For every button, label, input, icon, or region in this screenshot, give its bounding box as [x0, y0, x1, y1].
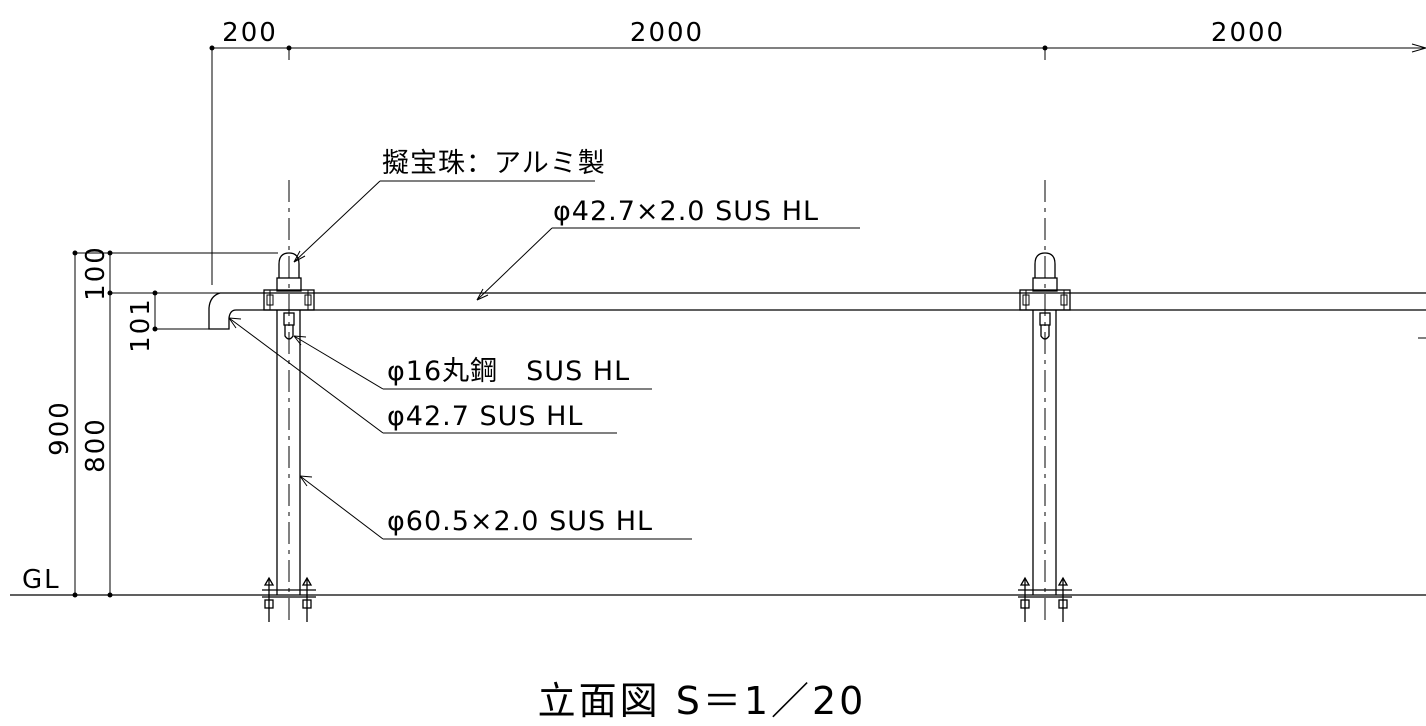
- top-dimension-line: [209, 43, 1426, 285]
- leader-round-bar: [293, 335, 652, 390]
- label-top-rail: φ42.7×2.0 SUS HL: [553, 196, 819, 227]
- dim-top-span-2: 2000: [1211, 18, 1285, 48]
- label-round-bar: φ16丸鋼 SUS HL: [387, 356, 630, 387]
- label-finial: 擬宝珠：アルミ製: [382, 148, 606, 179]
- dim-v-return: 101: [126, 297, 156, 353]
- leader-post: [299, 475, 692, 540]
- dim-top-offset: 200: [222, 18, 278, 48]
- label-return-pipe: φ42.7 SUS HL: [387, 401, 583, 432]
- return-end-pipe: [208, 292, 237, 330]
- dim-v-rail: 800: [81, 417, 111, 473]
- post-1: [262, 252, 316, 622]
- dim-v-total: 900: [45, 400, 75, 456]
- post-2: [1018, 252, 1072, 622]
- leader-return-pipe: [228, 317, 617, 434]
- ground-label: GL: [22, 565, 61, 595]
- drawing-title: 立面図 S＝1／20: [538, 679, 867, 723]
- leader-top-rail: [476, 227, 860, 301]
- leader-finial: [293, 180, 595, 263]
- dim-v-cap: 100: [81, 245, 111, 301]
- dim-top-span-1: 2000: [630, 18, 704, 48]
- label-post: φ60.5×2.0 SUS HL: [387, 506, 653, 537]
- top-rail: [220, 292, 1426, 311]
